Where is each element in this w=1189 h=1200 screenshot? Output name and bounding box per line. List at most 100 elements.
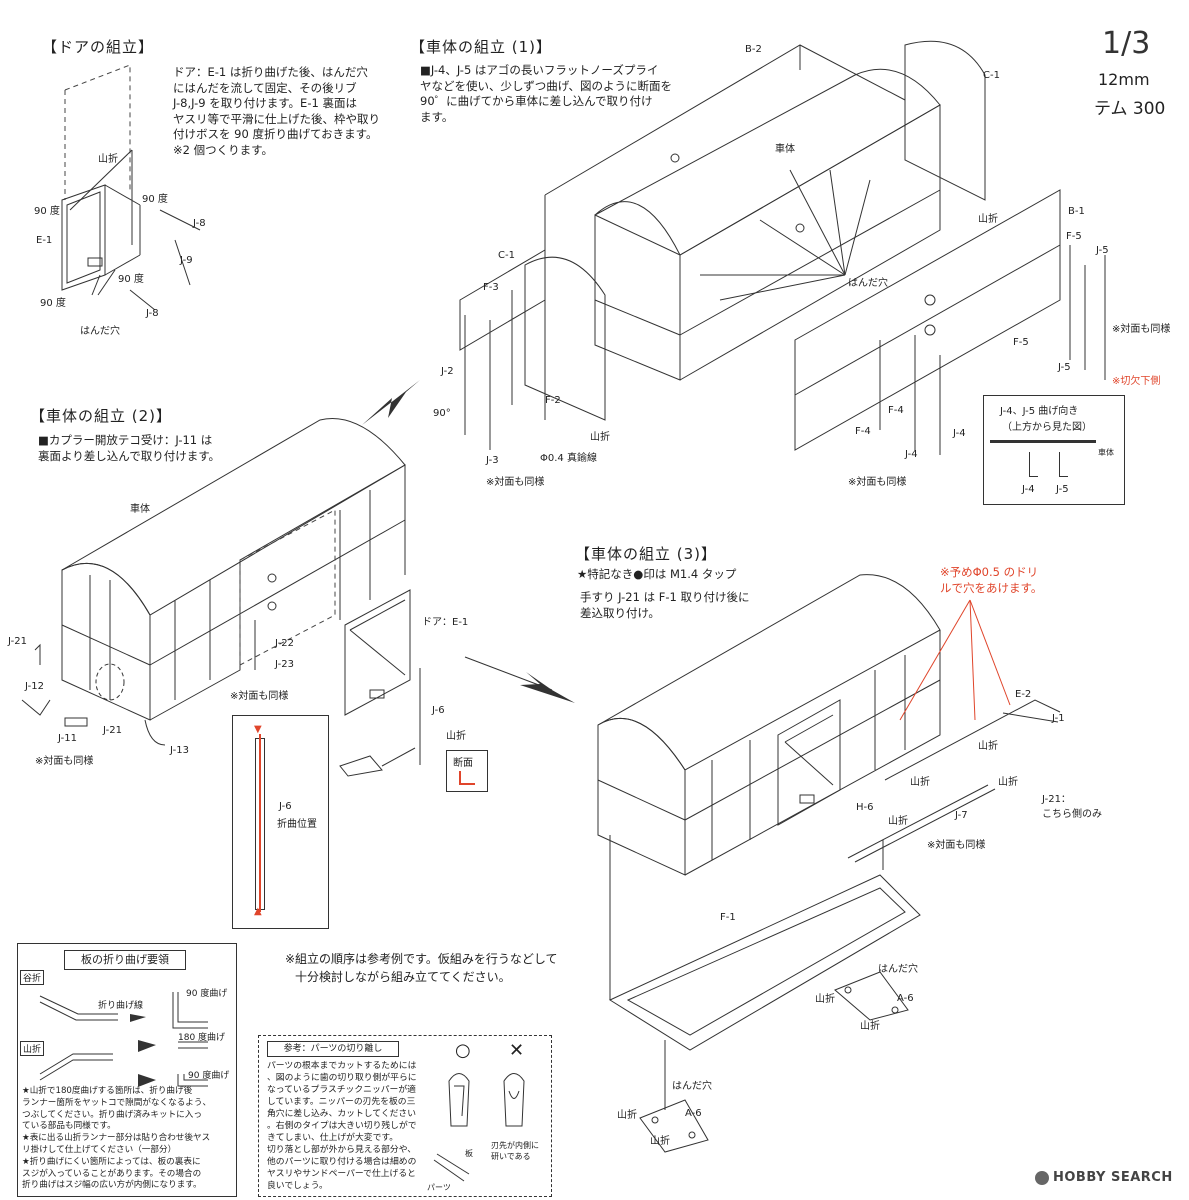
bend-guide-sketch [39,992,208,1087]
body3-title: 【車体の組立 (3)】 [575,545,718,563]
bend-box-j4: J-4 [1022,484,1035,495]
body1-label-j4-a: J-4 [953,428,966,439]
body3-tap-note: ★特記なき●印は M1.4 タップ [577,566,736,582]
body3-label-yamaori-h: 山折 [650,1136,670,1147]
body2-label-j22: J-22 [275,638,294,649]
body3-label-j21: J-21： [1042,794,1071,805]
body3-label-j1: J-1 [1052,713,1065,724]
cut-guide-line: 角穴に差し込み、カットしてください [267,1109,417,1119]
body1-text: ■J-4、J-5 はアゴの長いフラットノーズプライ ヤなどを使い、少しずつ曲げ、… [420,63,672,125]
cut-guide-line: パーツの根本までカットするためには [267,1061,417,1071]
cut-guide-hasaki-line: 研いである [491,1152,531,1161]
body2-label-yamaori: 山折 [446,731,466,742]
body3-label-f1: F-1 [720,912,736,923]
door-text-line: ドア：E-1 は折り曲げた後、はんだ穴 [173,65,368,79]
body1-label-taimen-right: ※対面も同様 [1112,324,1171,335]
bend-guide-box: 板の折り曲げ要領 谷折 山折 折り曲げ線 90 度曲げ 180 度曲げ 90 度… [17,943,237,1197]
bend-guide-tani-tag: 谷折 [20,970,45,985]
body1-label-f5-bottom: F-5 [1013,337,1029,348]
door-label-j8-bottom: J-8 [146,308,159,319]
cut-guide-box: 参考：パーツの切り離し パーツの根本までカットするためには 、図のように歯の切り… [258,1035,552,1197]
body3-text: 手すり J-21 は F-1 取り付け後に 差込取り付け。 [580,590,749,621]
bend-guide-90b: 90 度曲げ [188,1071,230,1081]
j6-arrow-bottom: ▲ [254,906,262,917]
body1-label-j4-b: J-4 [905,449,918,460]
cut-guide-line: 他のパーツに取り付ける場合は細めの [267,1157,417,1167]
bend-guide-note-line: リ掛けして仕上げてください（一部分） [22,1144,177,1155]
body1-label-f2: F-2 [545,395,561,406]
body1-text-line: ヤなどを使い、少しずつ曲げ、図のように断面を [420,78,672,93]
body3-label-taimen: ※対面も同様 [927,840,986,851]
body3-drill-line: ※予めΦ0.5 のドリ [940,565,1039,579]
body3-label-yamaori-b: 山折 [910,777,930,788]
j6-bend-line [259,734,261,912]
body1-text-line: ■J-4、J-5 はアゴの長いフラットノーズプライ [420,63,659,77]
body1-label-f5-top: F-5 [1066,231,1082,242]
bend-guide-note-line: ている部品も同様です。 [22,1121,116,1132]
cut-guide-line: ヤスリやサンドペーパーで仕上げると [267,1169,416,1179]
ok-mark: ○ [455,1040,471,1061]
door-section-title: 【ドアの組立】 [42,38,155,56]
body2-label-j6: J-6 [432,705,445,716]
body2-title: 【車体の組立 (2)】 [30,407,173,425]
body3-drill-line: ルで穴をあけます。 [940,580,1043,595]
body3-label-j21-side: こちら側のみ [1042,809,1102,820]
bend-box-shatai: 車体 [1098,448,1114,457]
body3-label-a6-b: A-6 [685,1108,702,1119]
cut-guide-line: 、図のように歯の切り取り側が平らに [267,1073,417,1083]
body1-label-j2: J-2 [441,366,454,377]
body2-label-taimen-mid: ※対面も同様 [230,691,289,702]
body1-label-j3: J-3 [486,455,499,466]
watermark-icon [1035,1170,1049,1185]
body1-label-j5-top: J-5 [1096,245,1109,256]
body2-label-j21: J-21 [8,636,27,647]
door-label-90-top: 90 度 [142,194,168,205]
cut-guide-hasaki-line: 刃先が内側に [491,1141,539,1150]
bend-guide-note-line: つぶしてください。折り曲げ済みキットに入っ [22,1109,202,1120]
bend-guide-note-line: ★山折で180度曲げする箇所は、折り曲げ後 [22,1086,193,1096]
door-text-line: にはんだを流して固定、その後リブ [173,80,357,95]
body2-label-taimen-left: ※対面も同様 [35,756,94,767]
body3-label-handa-b: はんだ穴 [672,1081,712,1092]
body1-label-b2: B-2 [745,44,762,55]
nipper-sketch [433,1073,525,1182]
body3-label-yamaori-d: 山折 [888,816,908,827]
body3-label-yamaori-g: 山折 [617,1110,637,1121]
cut-guide-parts: パーツ [427,1183,451,1192]
body1-label-kirikake: ※切欠下側 [1112,376,1161,387]
body1-label-c1-left: C-1 [498,250,515,261]
body1-label-yamaori-top: 山折 [978,214,998,225]
body3-label-j7: J-7 [955,810,968,821]
body2-label-shatai: 車体 [130,504,150,515]
body2-label-j23: J-23 [275,659,294,670]
danmen-label: 断面 [453,758,473,769]
assembly-order-note: ※組立の順序は参考例です。仮組みを行うなどして 十分検討しながら組み立ててくださ… [285,950,558,986]
bend-guide-title: 板の折り曲げ要領 [81,953,169,966]
cut-guide-line: 。右側のタイプは大きい切り残しがで [267,1121,417,1131]
door-label-90-left: 90 度 [34,206,60,217]
bend-guide-yama-tag: 山折 [20,1041,45,1056]
cut-guide-title-box: 参考：パーツの切り離し [267,1041,399,1057]
watermark-text: HOBBY SEARCH [1053,1170,1173,1185]
body1-text-line: 90゜に曲げてから車体に差し込んで取り付け [420,94,653,108]
body1-label-90: 90° [433,408,451,419]
order-note-line: ※組立の順序は参考例です。仮組みを行うなどして [285,952,558,966]
j6-detail-part: J-6 [279,801,292,812]
cut-guide-line: 切り落とし部が外から見える部分や、 [267,1145,417,1155]
body3-text-line: 手すり J-21 は F-1 取り付け後に [580,590,750,604]
body1-label-handa: はんだ穴 [848,278,888,289]
body1-label-taimen-mid: ※対面も同様 [848,477,907,488]
body2-text-line: 裏面より差し込んで取り付けます。 [38,448,221,463]
bend-guide-180: 180 度曲げ [178,1033,226,1043]
cut-guide-text: パーツの根本までカットするためには 、図のように歯の切り取り側が平らに なってい… [267,1060,417,1192]
body2-text: ■カプラー開放テコ受け：J-11 は 裏面より差し込んで取り付けます。 [38,433,220,464]
body2-label-j12: J-12 [25,681,44,692]
bend-guide-title-box: 板の折り曲げ要領 [64,950,186,970]
door-label-j9: J-9 [180,255,193,266]
door-section-text: ドア：E-1 は折り曲げた後、はんだ穴 にはんだを流して固定、その後リブ J-8… [173,65,380,158]
cut-guide-title: 参考：パーツの切り離し [283,1044,383,1054]
watermark-logo: HOBBY SEARCH [1035,1170,1173,1185]
door-label-e1: E-1 [36,235,53,246]
